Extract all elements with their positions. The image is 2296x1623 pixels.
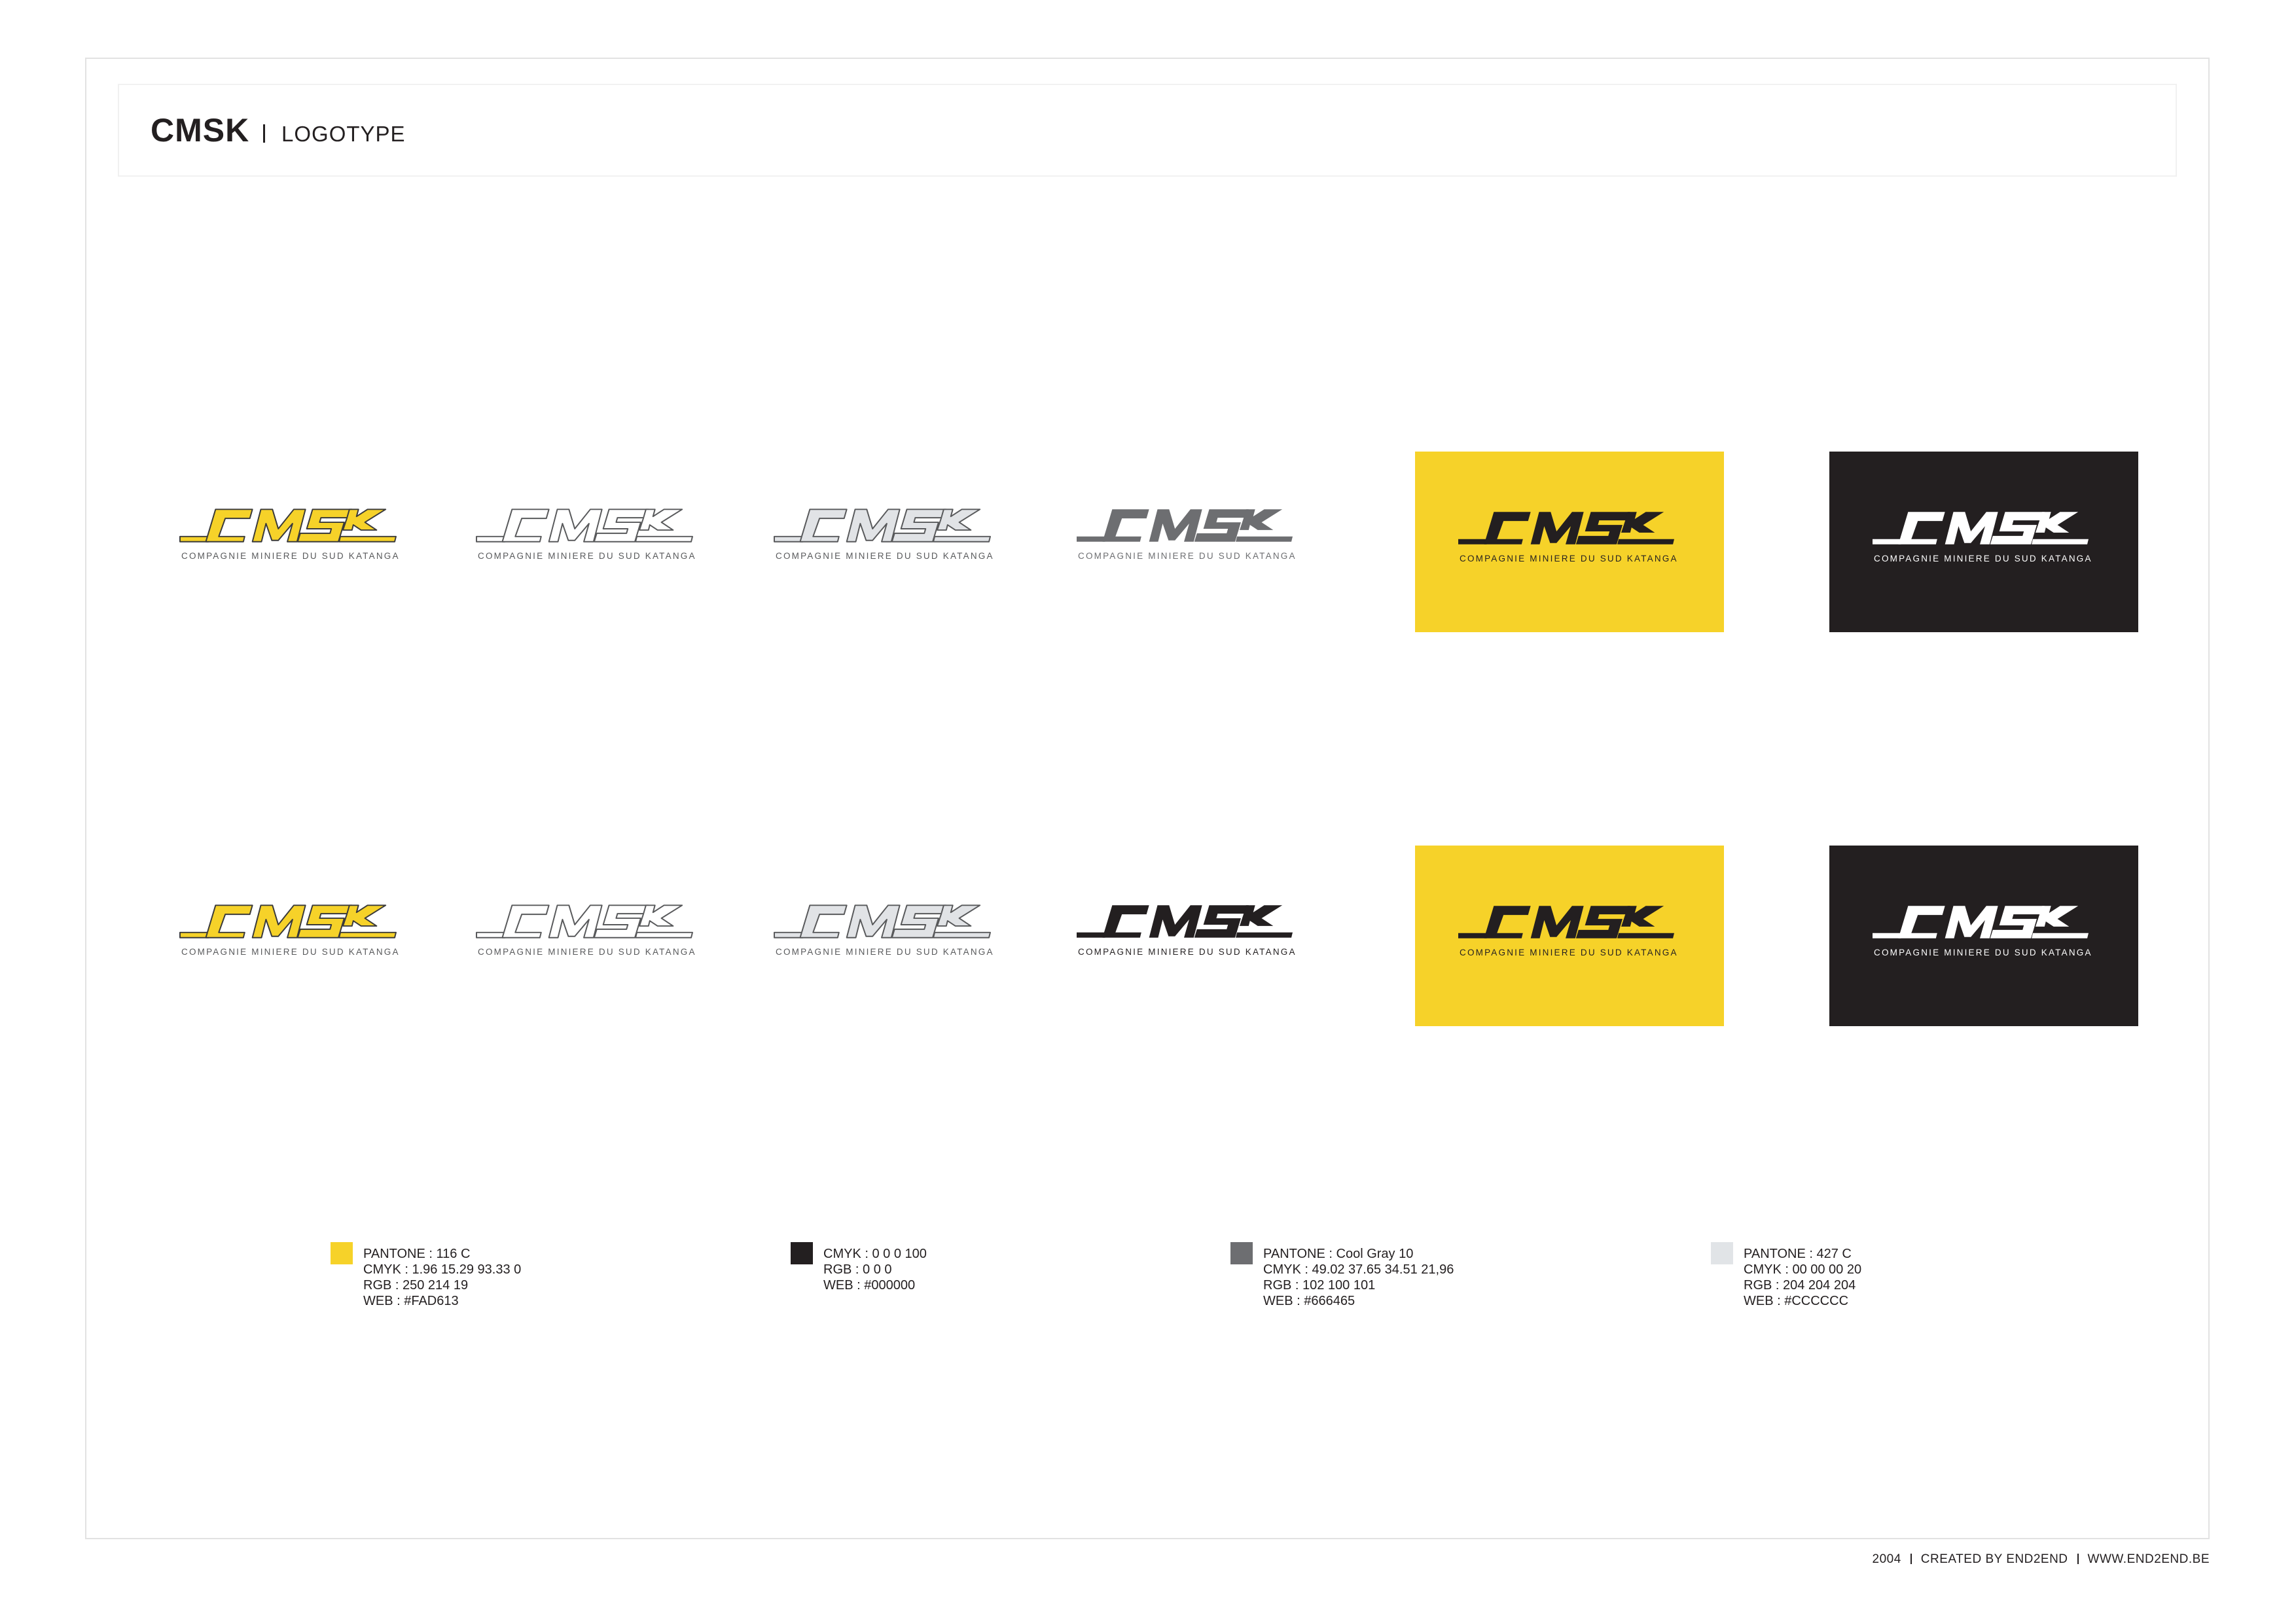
- color-spec-line: WEB : #000000: [823, 1278, 916, 1293]
- cmsk-wordmark: CMSK: [774, 508, 991, 543]
- logo-panel-on-yellow: CMSK COMPAGNIE MINIERE DU SUD KATANGA: [1415, 846, 1724, 1026]
- cmsk-logo-black-solid: CMSK COMPAGNIE MINIERE DU SUD KATANGA: [1077, 900, 1295, 965]
- logo-tagline: COMPAGNIE MINIERE DU SUD KATANGA: [1078, 947, 1297, 957]
- footer-separator: [1910, 1554, 1912, 1564]
- logo-tagline: COMPAGNIE MINIERE DU SUD KATANGA: [181, 551, 400, 561]
- color-swatch: [1230, 1242, 1253, 1264]
- cmsk-logo-yellow-outline: CMSK COMPAGNIE MINIERE DU SUD KATANGA: [179, 504, 398, 569]
- color-spec-line: RGB : 0 0 0: [823, 1262, 892, 1277]
- cmsk-wordmark: CMSK: [1873, 512, 2089, 544]
- color-spec-line: PANTONE : 116 C: [363, 1247, 471, 1261]
- logo-tagline: COMPAGNIE MINIERE DU SUD KATANGA: [1078, 551, 1297, 561]
- cmsk-wordmark: CMSK: [476, 904, 693, 938]
- cmsk-logo-on-black: CMSK COMPAGNIE MINIERE DU SUD KATANGA: [1873, 901, 2092, 966]
- color-spec-line: CMYK : 00 00 00 20: [1744, 1262, 1862, 1277]
- logo-tagline: COMPAGNIE MINIERE DU SUD KATANGA: [478, 551, 696, 561]
- cmsk-wordmark: CMSK: [179, 904, 397, 938]
- cmsk-logo-on-yellow: CMSK COMPAGNIE MINIERE DU SUD KATANGA: [1458, 507, 1676, 572]
- cmsk-logo-silver-outline: CMSK COMPAGNIE MINIERE DU SUD KATANGA: [774, 504, 992, 569]
- logo-panel-on-black: CMSK COMPAGNIE MINIERE DU SUD KATANGA: [1829, 846, 2138, 1026]
- color-swatch: [791, 1242, 813, 1264]
- page-title: LOGOTYPE: [281, 122, 406, 146]
- logo-tagline: COMPAGNIE MINIERE DU SUD KATANGA: [1460, 554, 1678, 563]
- color-spec-line: WEB : #FAD613: [363, 1294, 459, 1308]
- logo-panel-on-black: CMSK COMPAGNIE MINIERE DU SUD KATANGA: [1829, 452, 2138, 632]
- cmsk-logo-white-outline: CMSK COMPAGNIE MINIERE DU SUD KATANGA: [476, 900, 694, 965]
- footer-credit: CREATED BY END2END: [1920, 1552, 2068, 1566]
- logo-tagline: COMPAGNIE MINIERE DU SUD KATANGA: [181, 947, 400, 957]
- title-separator: [263, 124, 265, 143]
- logo-panel-on-yellow: CMSK COMPAGNIE MINIERE DU SUD KATANGA: [1415, 452, 1724, 632]
- cmsk-wordmark: CMSK: [1873, 906, 2089, 938]
- color-spec-line: RGB : 250 214 19: [363, 1278, 469, 1293]
- color-spec-line: CMYK : 0 0 0 100: [823, 1247, 927, 1261]
- color-spec-line: CMYK : 1.96 15.29 93.33 0: [363, 1262, 522, 1277]
- logo-tagline: COMPAGNIE MINIERE DU SUD KATANGA: [776, 551, 994, 561]
- cmsk-logo-on-black: CMSK COMPAGNIE MINIERE DU SUD KATANGA: [1873, 507, 2092, 572]
- cmsk-logo-silver-outline: CMSK COMPAGNIE MINIERE DU SUD KATANGA: [774, 900, 992, 965]
- cmsk-wordmark: CMSK: [1458, 512, 1674, 544]
- color-spec-line: PANTONE : Cool Gray 10: [1263, 1247, 1414, 1261]
- cmsk-logo-on-yellow: CMSK COMPAGNIE MINIERE DU SUD KATANGA: [1458, 901, 1676, 966]
- cmsk-wordmark: CMSK: [1077, 509, 1293, 542]
- color-spec-line: WEB : #666465: [1263, 1294, 1355, 1308]
- logo-tagline: COMPAGNIE MINIERE DU SUD KATANGA: [1460, 948, 1678, 957]
- color-spec-line: RGB : 204 204 204: [1744, 1278, 1856, 1293]
- footer: 2004 CREATED BY END2END WWW.END2END.BE: [1873, 1552, 2210, 1567]
- logo-tagline: COMPAGNIE MINIERE DU SUD KATANGA: [1874, 554, 2092, 563]
- page-frame: [85, 58, 2210, 1539]
- header-box: [118, 84, 2177, 177]
- logo-tagline: COMPAGNIE MINIERE DU SUD KATANGA: [776, 947, 994, 957]
- color-spec-line: CMYK : 49.02 37.65 34.51 21,96: [1263, 1262, 1454, 1277]
- color-spec-line: PANTONE : 427 C: [1744, 1247, 1852, 1261]
- cmsk-logo-yellow-outline: CMSK COMPAGNIE MINIERE DU SUD KATANGA: [179, 900, 398, 965]
- brand-name: CMSK: [151, 112, 250, 149]
- cmsk-wordmark: CMSK: [1458, 906, 1674, 938]
- color-swatch: [331, 1242, 353, 1264]
- cmsk-wordmark: CMSK: [476, 508, 693, 543]
- footer-year: 2004: [1872, 1552, 1901, 1566]
- color-spec-line: WEB : #CCCCCC: [1744, 1294, 1849, 1308]
- cmsk-wordmark: CMSK: [179, 508, 397, 543]
- cmsk-wordmark: CMSK: [774, 904, 991, 938]
- footer-separator: [2077, 1554, 2079, 1564]
- logo-tagline: COMPAGNIE MINIERE DU SUD KATANGA: [478, 947, 696, 957]
- color-swatch: [1711, 1242, 1733, 1264]
- footer-url: WWW.END2END.BE: [2087, 1552, 2210, 1566]
- cmsk-wordmark: CMSK: [1077, 905, 1293, 938]
- cmsk-logo-gray-solid: CMSK COMPAGNIE MINIERE DU SUD KATANGA: [1077, 504, 1295, 569]
- logo-tagline: COMPAGNIE MINIERE DU SUD KATANGA: [1874, 948, 2092, 957]
- cmsk-logo-white-outline: CMSK COMPAGNIE MINIERE DU SUD KATANGA: [476, 504, 694, 569]
- color-spec-line: RGB : 102 100 101: [1263, 1278, 1376, 1293]
